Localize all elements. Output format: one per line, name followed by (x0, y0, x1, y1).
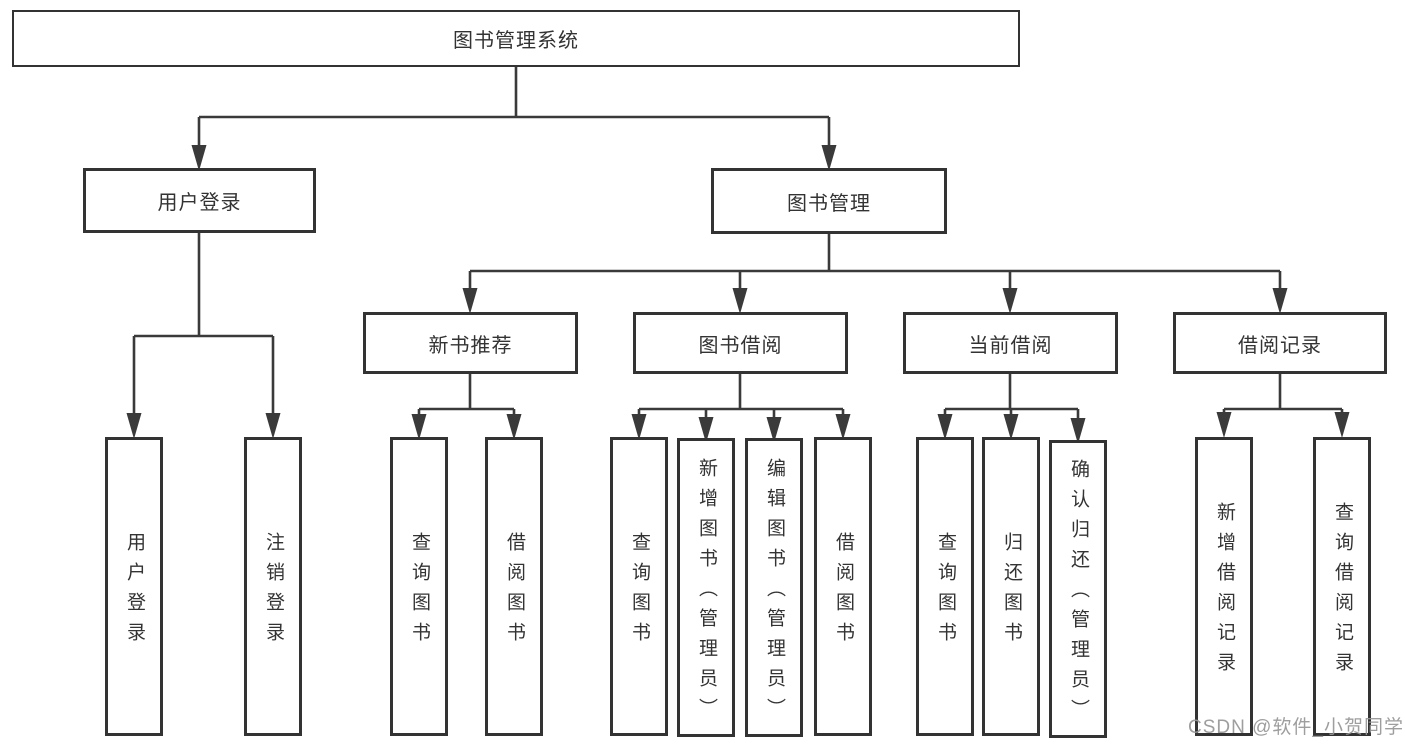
node-book-borrow: 图书借阅 (633, 312, 848, 374)
node-user-login: 用户登录 (83, 168, 316, 233)
arrowhead-icon (1216, 412, 1232, 438)
leaf-user-login: 用户登录 (105, 437, 163, 736)
node-borrow-records: 借阅记录 (1173, 312, 1387, 374)
leaf-add-borrow-record: 新增借阅记录 (1195, 437, 1253, 736)
arrowhead-icon (732, 288, 748, 314)
arrowhead-icon (835, 414, 851, 440)
arrowhead-icon (937, 414, 953, 440)
node-current-borrow: 当前借阅 (903, 312, 1118, 374)
arrowhead-icon (265, 413, 281, 439)
leaf-edit-book-admin: 编辑图书（管理员） (745, 438, 803, 737)
leaf-return-book: 归还图书 (982, 437, 1040, 736)
leaf-logout: 注销登录 (244, 437, 302, 736)
leaf-borrow-books-recommend: 借阅图书 (485, 437, 543, 736)
leaf-query-books-recommend: 查询图书 (390, 437, 448, 736)
arrowhead-icon (1003, 414, 1019, 440)
arrowhead-icon (462, 288, 478, 314)
leaf-query-books-current: 查询图书 (916, 437, 974, 736)
arrowhead-icon (411, 414, 427, 440)
leaf-borrow-books-2: 借阅图书 (814, 437, 872, 736)
leaf-confirm-return-admin: 确认归还（管理员） (1049, 440, 1107, 738)
arrowhead-icon (1272, 288, 1288, 314)
arrowhead-icon (1002, 288, 1018, 314)
watermark: CSDN @软件_小贺同学 (1188, 717, 1404, 738)
node-root: 图书管理系统 (12, 10, 1020, 67)
arrowhead-icon (126, 413, 142, 439)
arrowhead-icon (191, 145, 207, 171)
leaf-query-borrow-record: 查询借阅记录 (1313, 437, 1371, 736)
arrowhead-icon (506, 414, 522, 440)
arrowhead-icon (1070, 418, 1086, 444)
leaf-add-book-admin: 新增图书（管理员） (677, 438, 735, 737)
arrowhead-icon (1334, 412, 1350, 438)
node-new-book-recommend: 新书推荐 (363, 312, 578, 374)
leaf-query-books-borrow: 查询图书 (610, 437, 668, 736)
arrowhead-icon (698, 417, 714, 443)
arrowhead-icon (766, 417, 782, 443)
arrowhead-icon (821, 145, 837, 171)
arrowhead-icon (631, 414, 647, 440)
node-book-management: 图书管理 (711, 168, 947, 234)
